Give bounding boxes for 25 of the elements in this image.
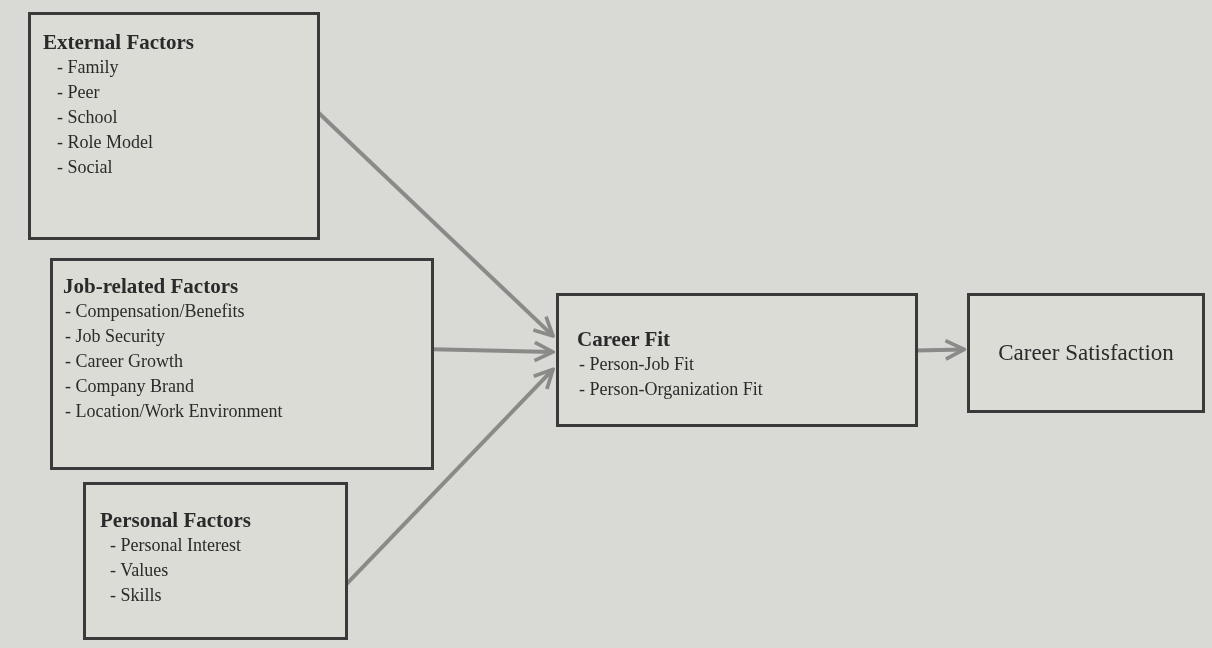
list-item: - Location/Work Environment — [64, 400, 284, 423]
list-item: - Values — [109, 559, 170, 582]
list-item: - Role Model — [56, 131, 154, 154]
list-item: - Social — [56, 156, 114, 179]
list-item: - Personal Interest — [109, 534, 242, 557]
factor-box — [28, 12, 320, 240]
list-item: - Career Growth — [64, 350, 184, 373]
list-item: - Family — [56, 56, 120, 79]
list-item: - School — [56, 106, 119, 129]
box-heading: Career Fit — [577, 326, 672, 352]
list-item: - Peer — [56, 81, 101, 104]
factor-box — [50, 258, 434, 470]
list-item: Career Satisfaction — [998, 339, 1174, 367]
list-item: - Job Security — [64, 325, 166, 348]
list-item: - Compensation/Benefits — [64, 300, 246, 323]
factor-box — [967, 293, 1205, 413]
list-item: - Company Brand — [64, 375, 195, 398]
factor-box — [83, 482, 348, 640]
box-heading: Personal Factors — [100, 507, 253, 533]
list-item: - Person-Organization Fit — [578, 378, 764, 401]
list-item: - Person-Job Fit — [578, 353, 695, 376]
box-heading: Job-related Factors — [63, 273, 240, 299]
box-heading: External Factors — [43, 29, 196, 55]
list-item: - Skills — [109, 584, 163, 607]
factor-box — [556, 293, 918, 427]
